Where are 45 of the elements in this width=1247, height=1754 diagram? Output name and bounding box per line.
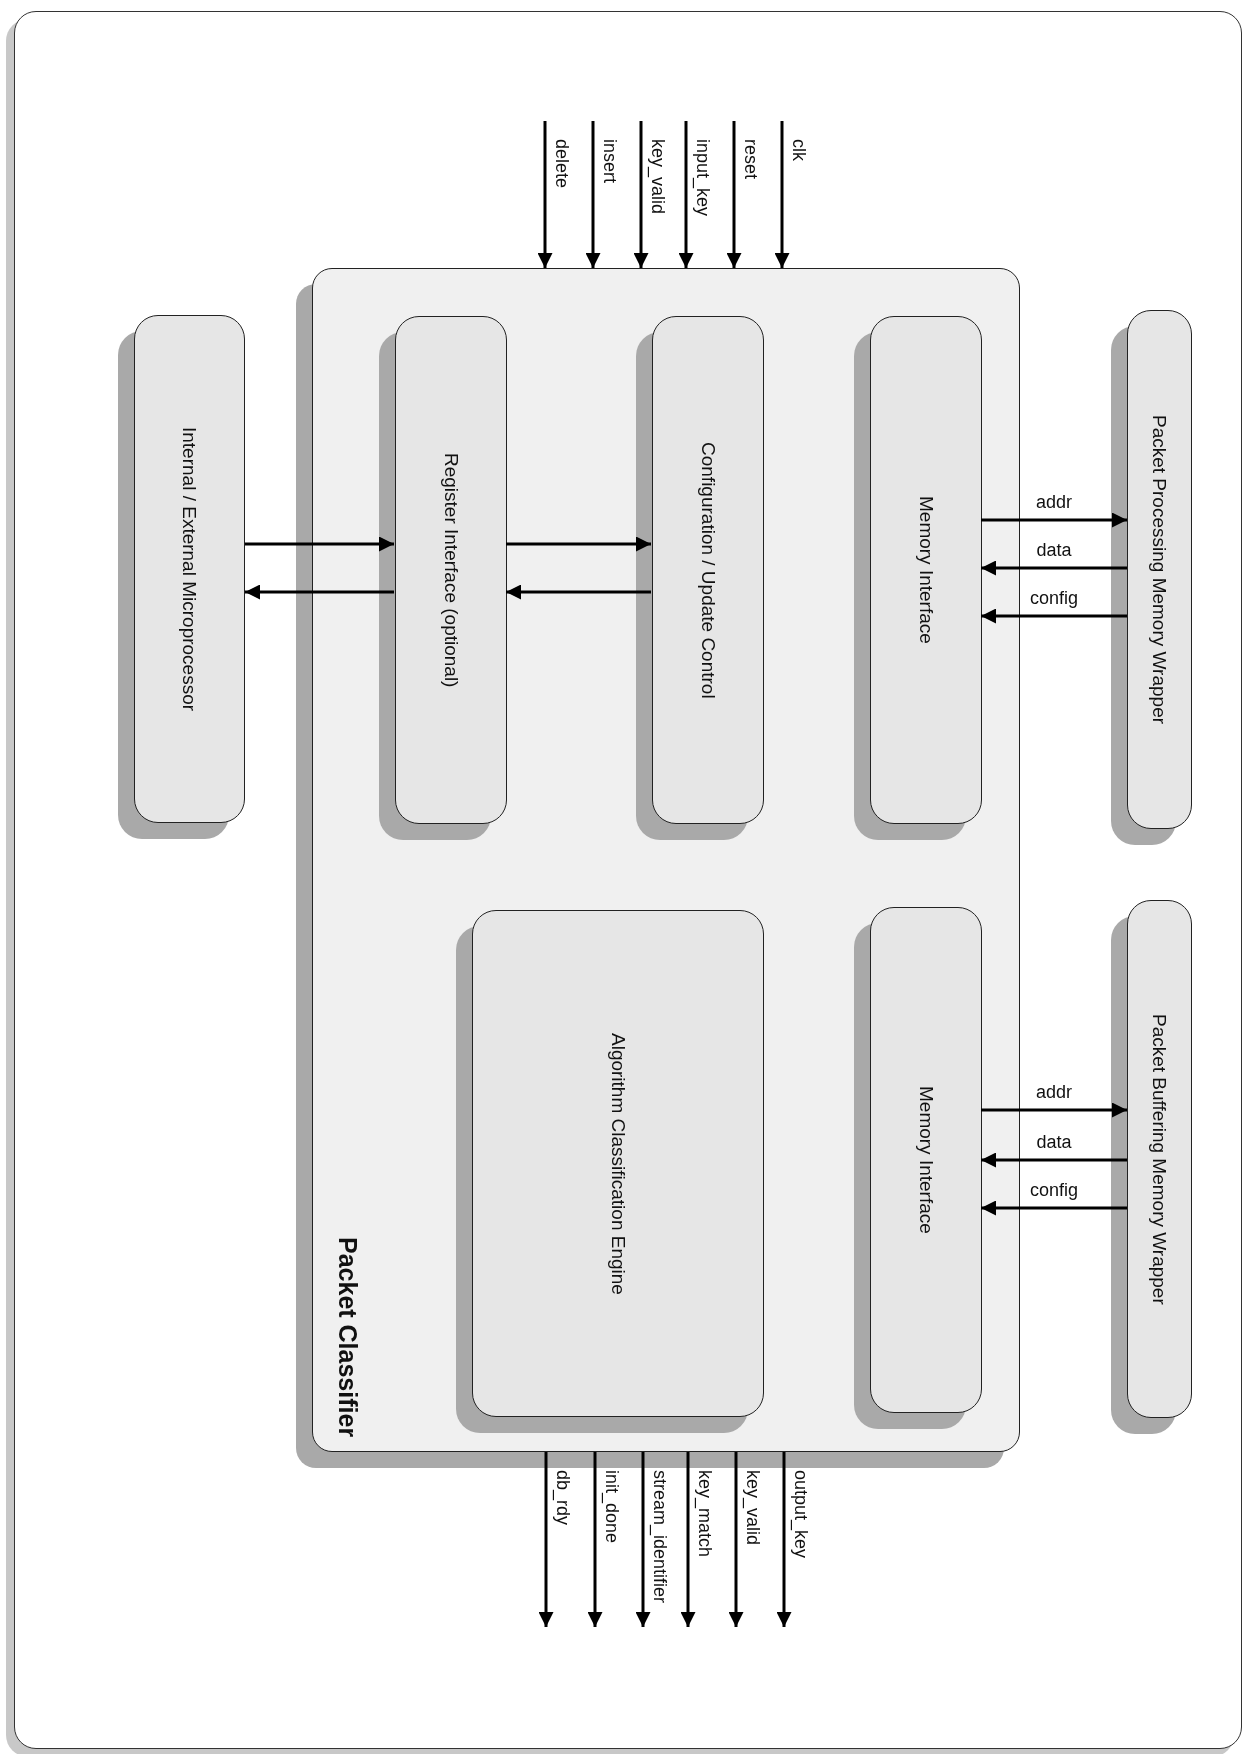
signal-label: output_key: [792, 1470, 810, 1559]
signal-label: clk: [790, 139, 808, 161]
signal-arrow: [537, 121, 553, 268]
signal-arrow: [245, 584, 394, 600]
signal-arrow: [981, 512, 1127, 528]
signal-arrow: [635, 1452, 651, 1627]
signal-arrow: [728, 1452, 744, 1627]
signal-arrow: [981, 608, 1127, 624]
block-label: Packet Processing Memory Wrapper: [1148, 414, 1171, 724]
signal-label: config: [1028, 588, 1080, 609]
block-label: Memory Interface: [915, 496, 937, 644]
signal-label: input_key: [694, 139, 712, 217]
signal-label: stream_identifier: [651, 1470, 669, 1604]
signal-label: insert: [601, 139, 619, 183]
signal-arrow: [587, 1452, 603, 1627]
block-label: Internal / External Microprocessor: [178, 426, 201, 712]
block-label: Configuration / Update Control: [697, 441, 719, 699]
signal-arrow: [245, 536, 394, 552]
signal-label: delete: [553, 139, 571, 189]
signal-label: config: [1028, 1180, 1080, 1201]
signal-arrow: [981, 560, 1127, 576]
signal-arrow: [981, 1200, 1127, 1216]
block-label: Algorithm Classification Engine: [607, 1032, 629, 1295]
signal-label: key_valid: [744, 1470, 762, 1546]
signal-arrow: [726, 121, 742, 268]
signal-label: key_match: [696, 1470, 714, 1558]
signal-arrow: [680, 1452, 696, 1627]
signal-arrow: [538, 1452, 554, 1627]
signal-label: key_valid: [649, 139, 667, 215]
signal-label: db_rdy: [554, 1470, 572, 1526]
signal-arrow: [506, 584, 651, 600]
signal-arrow: [506, 536, 651, 552]
signal-arrow: [585, 121, 601, 268]
signal-arrow: [981, 1152, 1127, 1168]
block-label: Register Interface (optional): [440, 452, 462, 688]
signal-arrow: [678, 121, 694, 268]
signal-arrow: [774, 121, 790, 268]
signal-arrow: [981, 1102, 1127, 1118]
signal-label: reset: [742, 139, 760, 180]
signal-label: init_done: [603, 1470, 621, 1544]
signal-arrow: [633, 121, 649, 268]
block-label: Packet Buffering Memory Wrapper: [1148, 1013, 1171, 1305]
block-label: Memory Interface: [915, 1086, 937, 1234]
container-title: Packet Classifier: [335, 1236, 362, 1437]
signal-arrow: [776, 1452, 792, 1627]
